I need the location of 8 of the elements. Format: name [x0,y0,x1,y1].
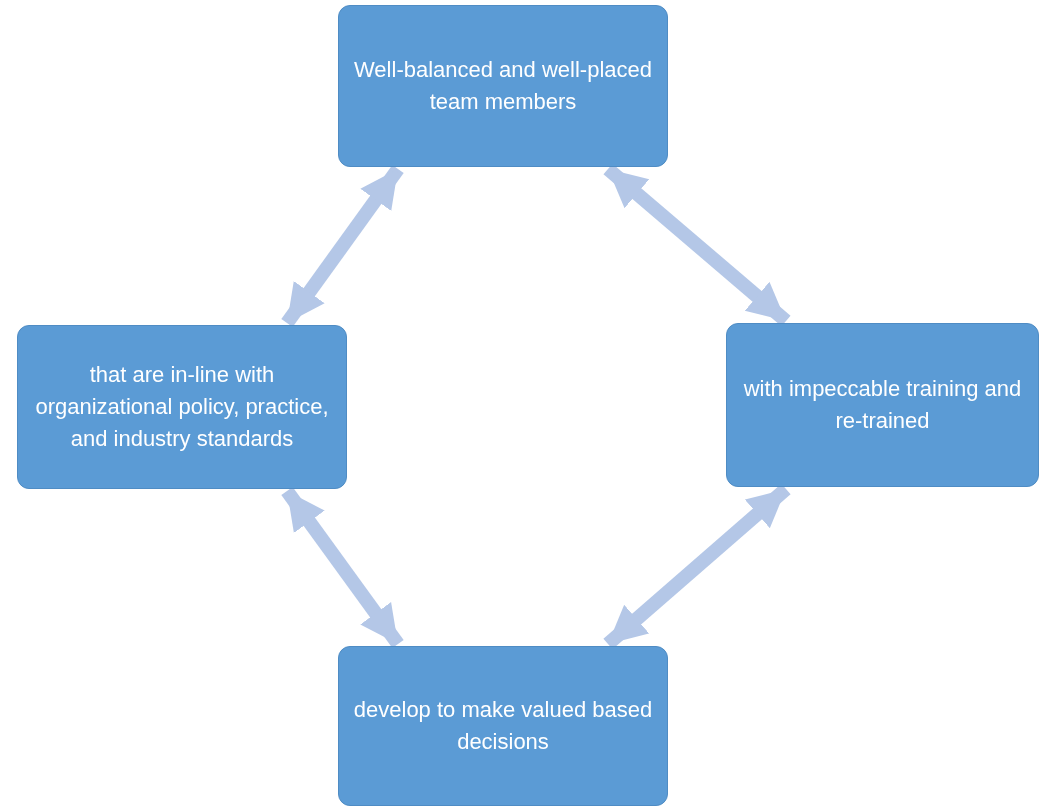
box-text: develop to make valued based decisions [352,696,654,756]
process-box [338,5,668,167]
process-box [338,646,668,806]
box-text: that are in-line with organizational policy, practice, and industry standards [34,361,330,453]
box-text: Well-balanced and well-placed team members [353,56,653,116]
process-box [726,323,1039,487]
process-box [17,325,347,489]
box-text: with impeccable training and re-trained [742,375,1023,435]
